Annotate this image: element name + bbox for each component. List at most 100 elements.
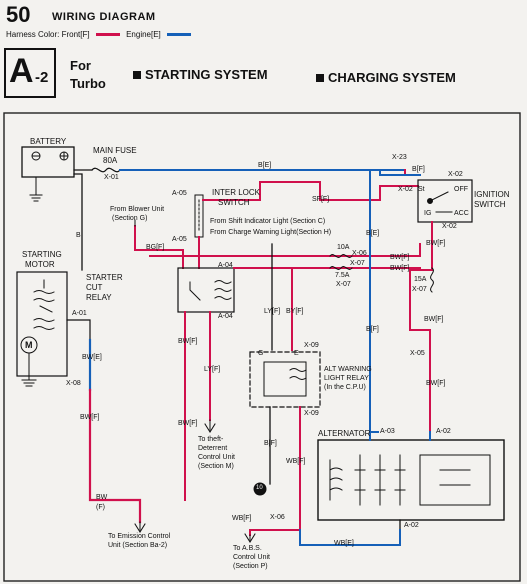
relay-a04-coil — [214, 280, 232, 300]
front-color-swatch — [95, 33, 120, 37]
note-emission-1: To Emission Control — [108, 533, 171, 540]
section-for-label: For — [70, 58, 91, 73]
connector-x05: X-05 — [410, 350, 425, 357]
note-emission-2: Unit (Section Ba-2) — [108, 542, 168, 549]
theft-arrow — [204, 419, 216, 433]
connector-a02-top: A-02 — [436, 428, 451, 435]
fuse-15a-label: 15A — [414, 276, 427, 283]
battery-ground-wire — [29, 176, 43, 202]
ignition-label-1: IGNITION — [474, 190, 510, 199]
motor-letter: M — [25, 340, 33, 350]
wire-sf — [202, 181, 419, 201]
section-code-suffix: -2 — [35, 69, 49, 86]
page-number: 50 — [6, 2, 31, 27]
starter-relay-label-2: CUT — [86, 283, 103, 292]
wire-label-sf: SF[F] — [312, 196, 330, 203]
note-theft-4: (Section M) — [198, 463, 234, 470]
alternator-label: ALTERNATOR — [318, 429, 371, 438]
fuse-75a-symbol — [329, 266, 353, 270]
connector-x01: X-01 — [104, 174, 119, 181]
interlock-label-2: SWITCH — [218, 198, 250, 207]
harness-legend-front: Front[F] — [61, 30, 90, 39]
connector-x02-bottom: X-02 — [442, 223, 457, 230]
alternator-box — [317, 439, 505, 521]
harness-legend-engine: Engine[E] — [126, 30, 161, 39]
wire-label-bw-x07: BW[F] — [424, 316, 444, 323]
alternator-diodes — [354, 454, 406, 506]
wire-label-wb2: WB[F] — [232, 515, 252, 522]
wire-label-b-mid: B[E] — [366, 230, 380, 237]
note-theft-3: Control Unit — [198, 454, 235, 461]
bullet-icon — [316, 74, 324, 82]
note-abs-1: To A.B.S. — [233, 545, 262, 552]
starter-relay-label-1: STARTER — [86, 273, 123, 282]
emission-arrow — [134, 521, 146, 533]
alt-relay-box — [249, 351, 321, 408]
wire-label-b-bat: B — [76, 232, 81, 239]
wire-label-b-right: B[F] — [366, 326, 379, 333]
note-abs-3: (Section P) — [233, 563, 268, 570]
wire-label-by: BY[F] — [286, 308, 304, 315]
abs-arrow — [244, 533, 256, 543]
interlock-label-1: INTER LOCK — [212, 188, 261, 197]
connector-x07-lower: X-07 — [336, 281, 351, 288]
wire-a03 — [369, 431, 379, 441]
alt-relay-inner — [263, 361, 307, 397]
wire-wb-engine — [299, 529, 401, 546]
starting-motor-label-1: STARTING — [22, 250, 62, 259]
wire-label-wb3: WB[E] — [334, 540, 354, 547]
alt-relay-label-2: LIGHT RELAY — [324, 375, 369, 382]
connector-a05-top: A-05 — [172, 190, 187, 197]
diagram-frame — [3, 112, 521, 582]
connector-a01: A-01 — [72, 310, 87, 317]
wire-bg — [134, 225, 184, 269]
engine-color-swatch — [167, 33, 192, 37]
relay-a04-contact — [189, 281, 201, 301]
starter-ground — [21, 352, 37, 387]
relay-terminal-e: E — [294, 350, 299, 357]
ignition-off: OFF — [454, 186, 468, 193]
battery-neg-terminal — [31, 151, 41, 161]
section-code-box: A -2 — [4, 48, 56, 98]
connector-x09-top: X-09 — [304, 342, 319, 349]
system-starting-label: STARTING SYSTEM — [145, 67, 268, 82]
note-abs-2: Control Unit — [233, 554, 270, 561]
main-fuse-rating: 80A — [103, 156, 118, 165]
connector-a04-top: A-04 — [218, 262, 233, 269]
ignition-ig: IG — [424, 210, 432, 217]
harness-legend: Harness Color: Front[F] Engine[E] — [6, 30, 192, 39]
starter-solenoid-coil — [33, 290, 55, 330]
wire-label-bw-fuse2: BW[F] — [390, 265, 410, 272]
connector-x09-bottom: X-09 — [304, 410, 319, 417]
alt-relay-coil — [289, 368, 307, 380]
wire-label-b-top: B[E] — [258, 162, 272, 169]
connector-x06-upper: X-06 — [352, 250, 367, 257]
section-code: A — [9, 52, 34, 90]
connector-a02-bottom: A-02 — [404, 522, 419, 529]
relay-terminal-g: G — [258, 350, 264, 357]
connector-x02-left: X-02 — [398, 186, 413, 193]
alt-relay-label-3: (In the C.P.U) — [324, 384, 366, 391]
wire-label-bw-fuse1: BW[F] — [390, 254, 410, 261]
connector-x02-top: X-02 — [448, 171, 463, 178]
note-blower-2: (Section G) — [112, 215, 148, 222]
wire-label-bw-f: (F) — [96, 504, 105, 511]
fuse-10a-label: 10A — [337, 244, 350, 251]
ignition-contacts — [429, 191, 453, 213]
wire-label-ly: LY[F] — [264, 308, 281, 315]
note-shift: From Shift Indicator Light (Section C) — [210, 218, 326, 225]
connector-a03: A-03 — [380, 428, 395, 435]
wire-b-battery-starter — [73, 173, 83, 271]
ignition-st: St — [418, 186, 425, 193]
wire-label-wb1: WB[F] — [286, 458, 306, 465]
wire-label-b-x23: B[F] — [412, 166, 425, 173]
page-title: WIRING DIAGRAM — [52, 11, 156, 23]
bullet-icon — [133, 71, 141, 79]
wire-label-bw1: BW[F] — [178, 338, 198, 345]
harness-legend-label: Harness Color: — [6, 30, 60, 39]
note-blower-1: From Blower Unit — [110, 206, 165, 213]
wire-label-b-alt: B[F] — [264, 440, 277, 447]
ignition-acc: ACC — [454, 210, 469, 217]
